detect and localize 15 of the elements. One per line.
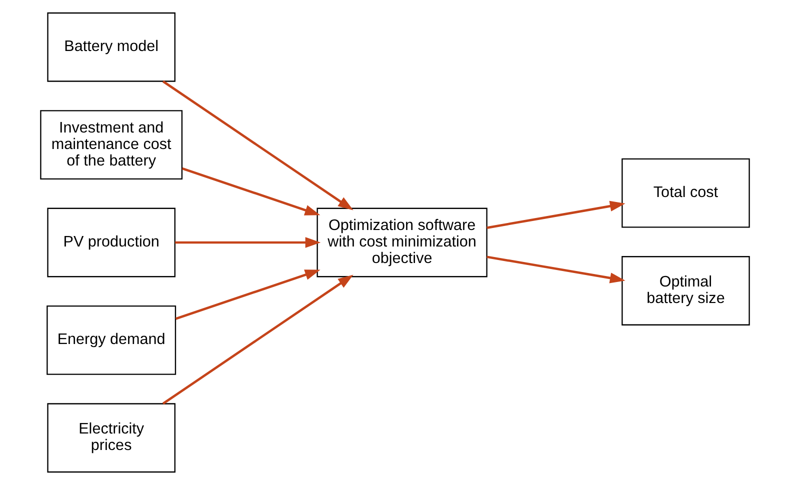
arrow: [486, 256, 626, 284]
node-box: PV production: [47, 208, 176, 278]
arrow: [182, 167, 320, 216]
node-box: Battery model: [47, 12, 176, 82]
node-box: Investment and maintenance cost of the battery: [40, 110, 183, 180]
node-box: Energy demand: [46, 305, 176, 375]
node-box: Total cost: [622, 158, 750, 228]
node-box: Optimal battery size: [622, 256, 750, 326]
arrow: [175, 237, 321, 248]
node-box: Optimization software with cost minimization objective: [316, 208, 488, 278]
arrow: [162, 274, 354, 405]
arrow: [175, 270, 320, 320]
node-box: Electricity prices: [47, 403, 176, 473]
arrow: [486, 200, 626, 229]
arrow: [162, 80, 354, 210]
